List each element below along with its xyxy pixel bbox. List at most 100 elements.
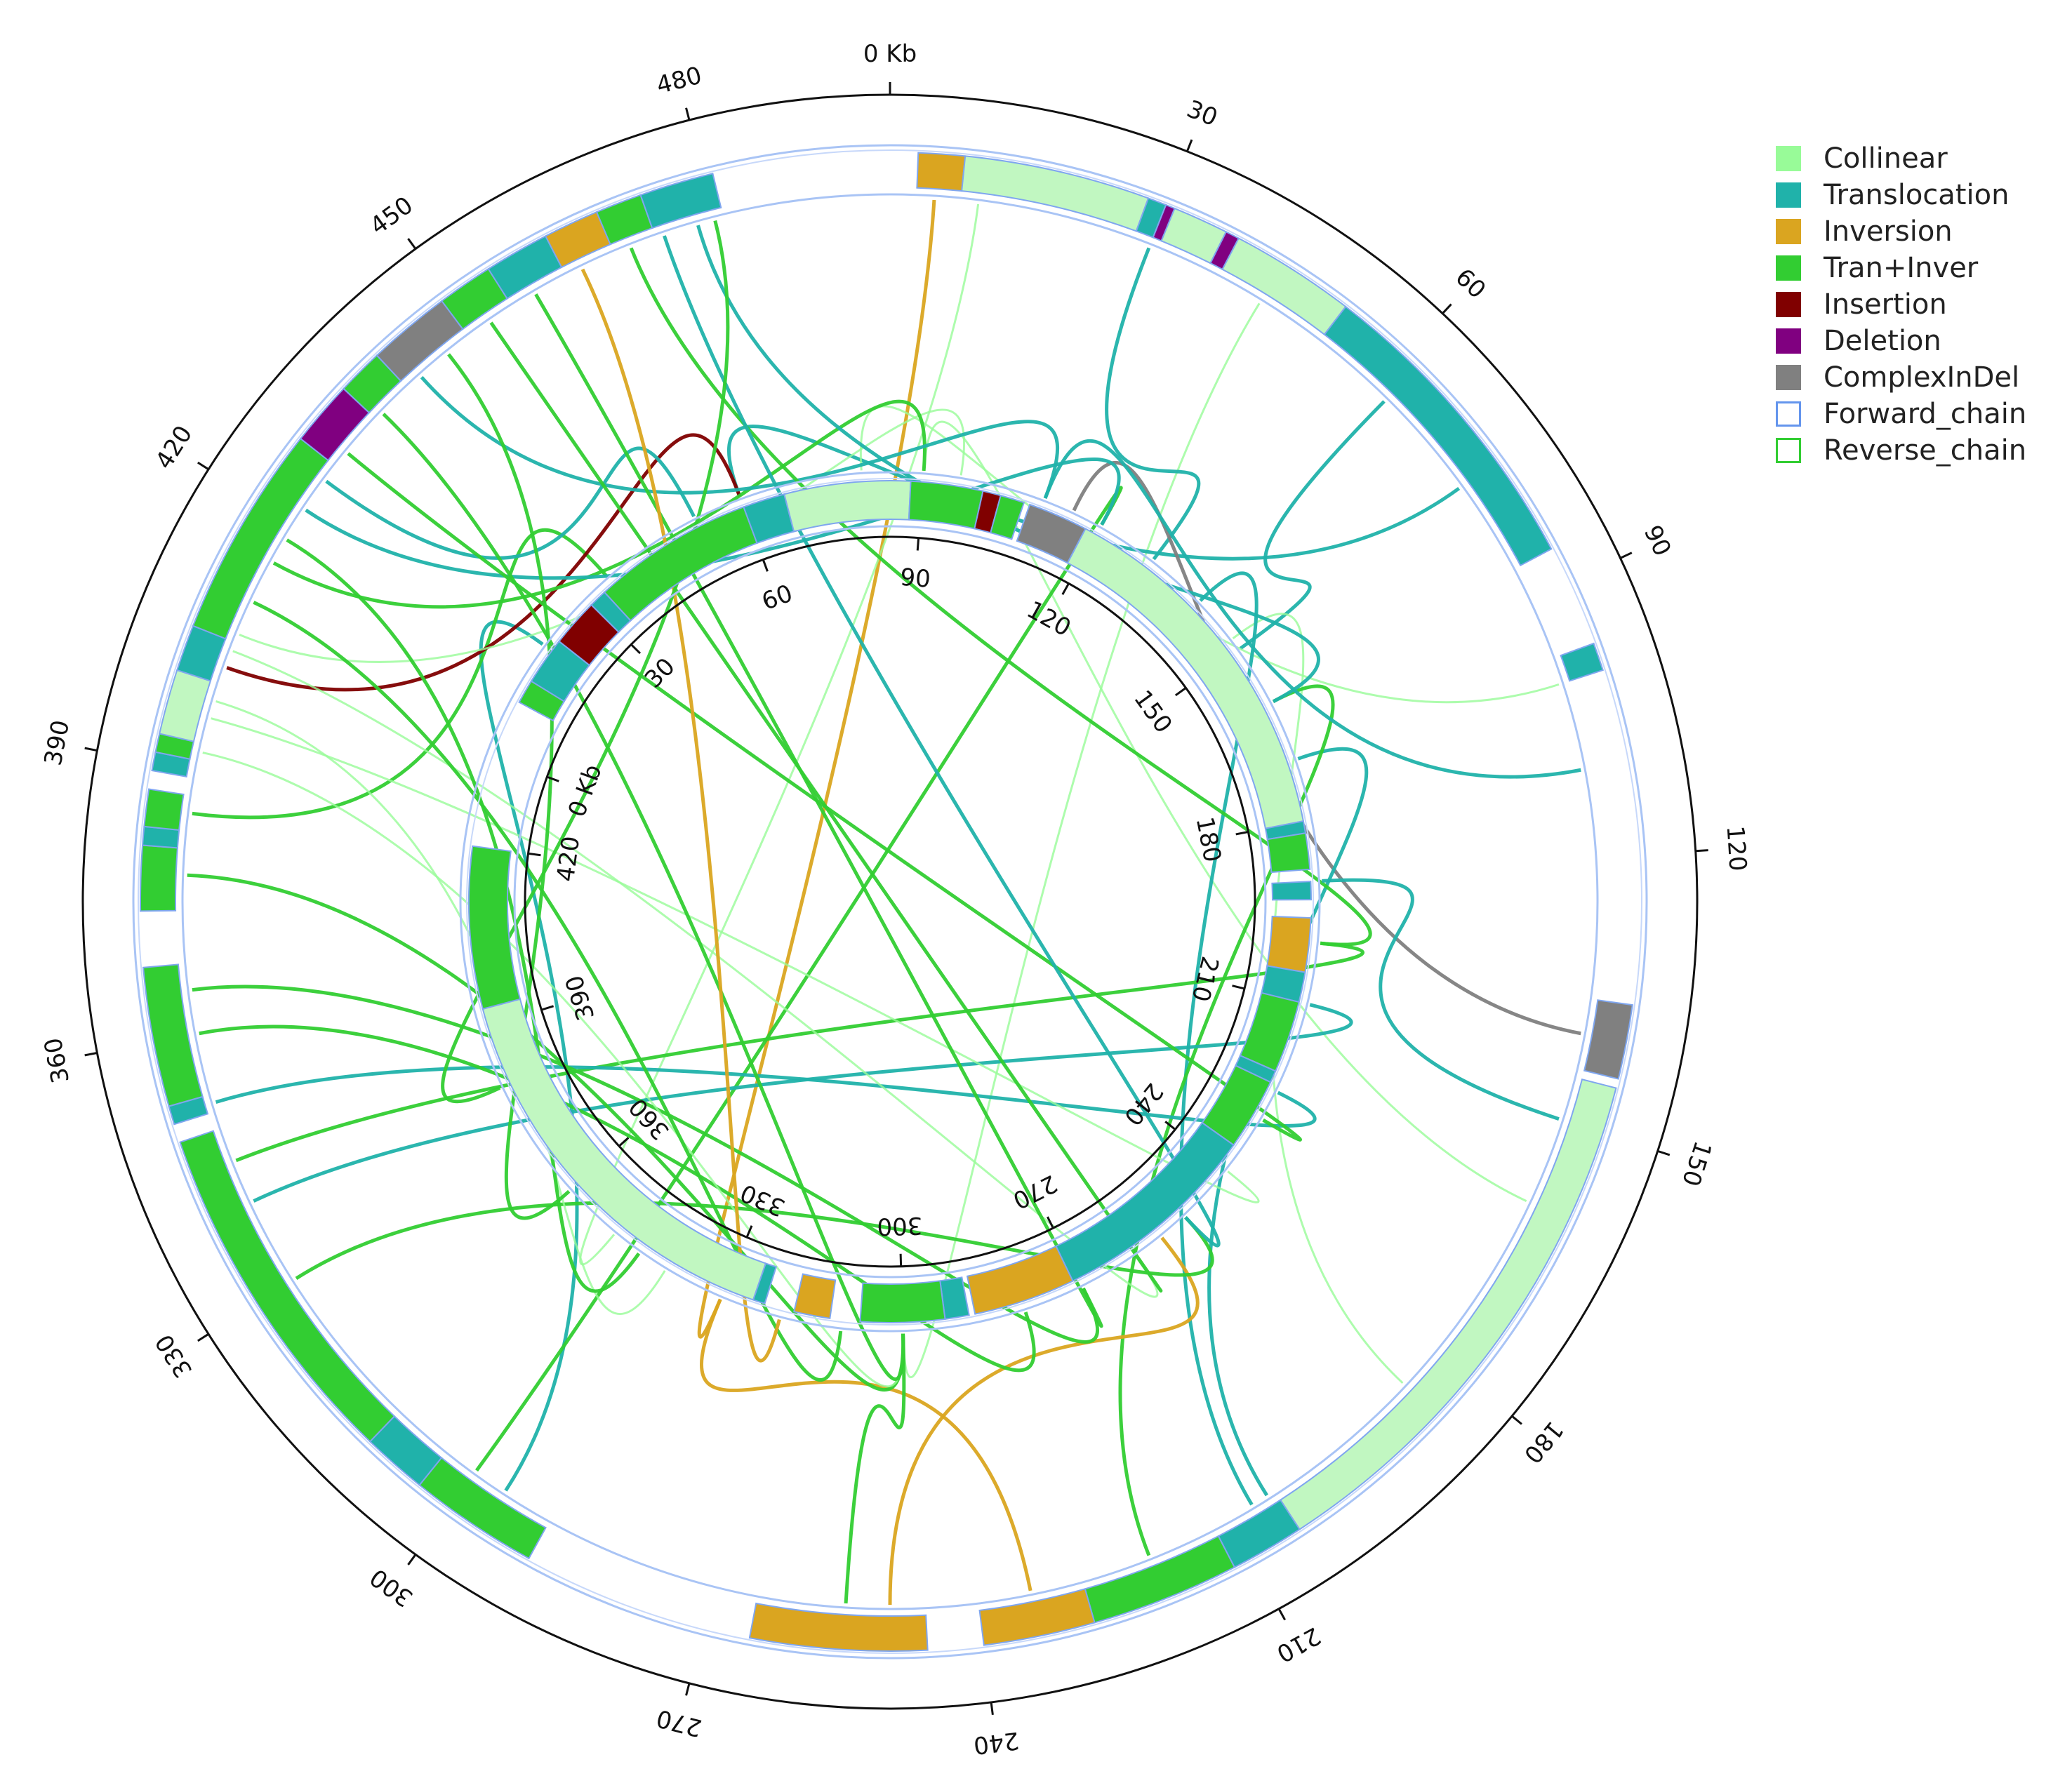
link-43 <box>580 268 781 1363</box>
inner-tick-label-14: 420 <box>552 834 585 883</box>
legend-item-reverse-chain: Reverse_chain <box>1776 432 2071 469</box>
inner-tick-label-4: 120 <box>1022 596 1075 643</box>
inner-tick-9 <box>1047 1216 1054 1229</box>
link-11 <box>1178 571 1259 1506</box>
legend-swatch <box>1776 255 1801 281</box>
inner-tick-label-3: 90 <box>899 563 931 594</box>
link-21 <box>215 1065 1317 1128</box>
inner-tick-6 <box>1235 830 1249 836</box>
outer-segment-7 <box>1323 305 1553 567</box>
outer-tick-label-3: 90 <box>1638 521 1677 561</box>
link-19 <box>253 1003 1353 1203</box>
inner-tick-label-11: 330 <box>736 1178 789 1222</box>
outer-tick-5 <box>1657 1149 1671 1156</box>
inner-chain-outline-ring <box>466 478 1314 1326</box>
outer-tick-label-5: 150 <box>1676 1137 1717 1189</box>
link-49 <box>1322 878 1560 1121</box>
inner-tick-12 <box>618 1137 630 1147</box>
link-27 <box>211 717 1260 1203</box>
inner-tick-label-8: 240 <box>1118 1078 1169 1131</box>
outer-segment-1 <box>961 155 1150 232</box>
outer-tick-9 <box>685 1683 691 1696</box>
inner-tick-label-1: 30 <box>639 653 681 694</box>
outer-segment-14 <box>748 1602 929 1652</box>
link-41 <box>489 321 1163 1293</box>
inner-tick-3 <box>916 538 920 551</box>
link-12 <box>1118 684 1335 1556</box>
outer-segment-9 <box>1583 999 1633 1080</box>
outer-chain-outline-outer <box>132 144 1648 1660</box>
inner-tick-4 <box>1061 582 1070 595</box>
outer-segment-22 <box>143 788 185 831</box>
link-38 <box>382 413 905 1381</box>
inner-segment-24 <box>793 1273 837 1319</box>
link-42 <box>534 293 1103 1328</box>
legend-label: Insertion <box>1824 288 1947 321</box>
legend-item-insertion: Insertion <box>1776 286 2071 323</box>
outer-tick-label-8: 240 <box>972 1726 1021 1760</box>
legend-item-tran-inver: Tran+Inver <box>1776 250 2071 286</box>
link-layer <box>187 199 1581 1606</box>
link-40 <box>447 353 571 1220</box>
outer-tick-label-10: 300 <box>365 1563 418 1613</box>
inner-tick-0 <box>546 775 559 782</box>
outer-genome-ring <box>132 144 1648 1660</box>
link-24 <box>187 873 905 1392</box>
legend-swatch <box>1776 146 1801 171</box>
link-2 <box>902 302 1261 1378</box>
legend-label: Reverse_chain <box>1824 434 2027 467</box>
outer-tick-label-4: 120 <box>1721 825 1752 872</box>
legend-swatch <box>1776 182 1801 208</box>
outer-segment-0 <box>916 152 967 192</box>
legend-label: Collinear <box>1824 142 1948 175</box>
outer-tick-4 <box>1695 849 1708 853</box>
legend-swatch <box>1776 438 1801 463</box>
inner-segment-20 <box>1055 1121 1235 1282</box>
outer-tick-label-16: 480 <box>653 62 705 100</box>
link-48 <box>1043 439 1581 779</box>
link-45 <box>663 235 1221 1248</box>
legend-label: ComplexInDel <box>1824 361 2020 394</box>
outer-segment-20 <box>140 844 178 912</box>
link-39 <box>420 375 1060 499</box>
link-46 <box>696 225 1320 703</box>
legend-swatch <box>1776 219 1801 244</box>
outer-segment-27 <box>192 437 329 640</box>
inner-tick-14 <box>528 852 541 857</box>
legend-item-forward-chain: Forward_chain <box>1776 396 2071 432</box>
link-37 <box>347 452 1302 1142</box>
inner-chain-outline-inner <box>513 525 1267 1279</box>
inner-chain-outline-outer <box>459 471 1321 1333</box>
inner-tick-11 <box>745 1225 753 1238</box>
link-44 <box>629 247 1372 947</box>
legend-swatch <box>1776 365 1801 390</box>
inner-segment-15 <box>1266 915 1312 973</box>
inner-tick-1 <box>630 643 642 655</box>
legend-label: Translocation <box>1824 179 2010 211</box>
legend-item-collinear: Collinear <box>1776 140 2071 177</box>
outer-tick-label-14: 420 <box>150 421 199 474</box>
outer-chain-outline-ring <box>138 149 1642 1654</box>
inner-segment-21 <box>966 1245 1074 1315</box>
outer-tick-14 <box>197 461 209 471</box>
legend-label: Forward_chain <box>1824 398 2027 430</box>
outer-segment-13 <box>978 1588 1096 1646</box>
inner-segment-7 <box>908 480 984 530</box>
inner-tick-7 <box>1232 984 1245 990</box>
legend-label: Tran+Inver <box>1824 252 1979 284</box>
link-8 <box>922 420 1527 1202</box>
inner-segment-14 <box>1271 881 1312 901</box>
link-18 <box>295 1201 1214 1281</box>
inner-segment-9 <box>990 494 1025 540</box>
outer-tick-6 <box>1511 1415 1522 1425</box>
inner-tick-label-0: 0 Kb <box>563 761 608 820</box>
link-0 <box>697 199 936 1339</box>
outer-tick-12 <box>84 1052 98 1057</box>
outer-segment-8 <box>1560 642 1604 682</box>
inner-segment-23 <box>859 1280 946 1323</box>
link-36 <box>325 446 696 560</box>
inner-tick-2 <box>762 559 769 572</box>
outer-tick-7 <box>1277 1608 1287 1621</box>
link-26 <box>202 752 905 1388</box>
inner-tick-5 <box>1174 687 1187 697</box>
